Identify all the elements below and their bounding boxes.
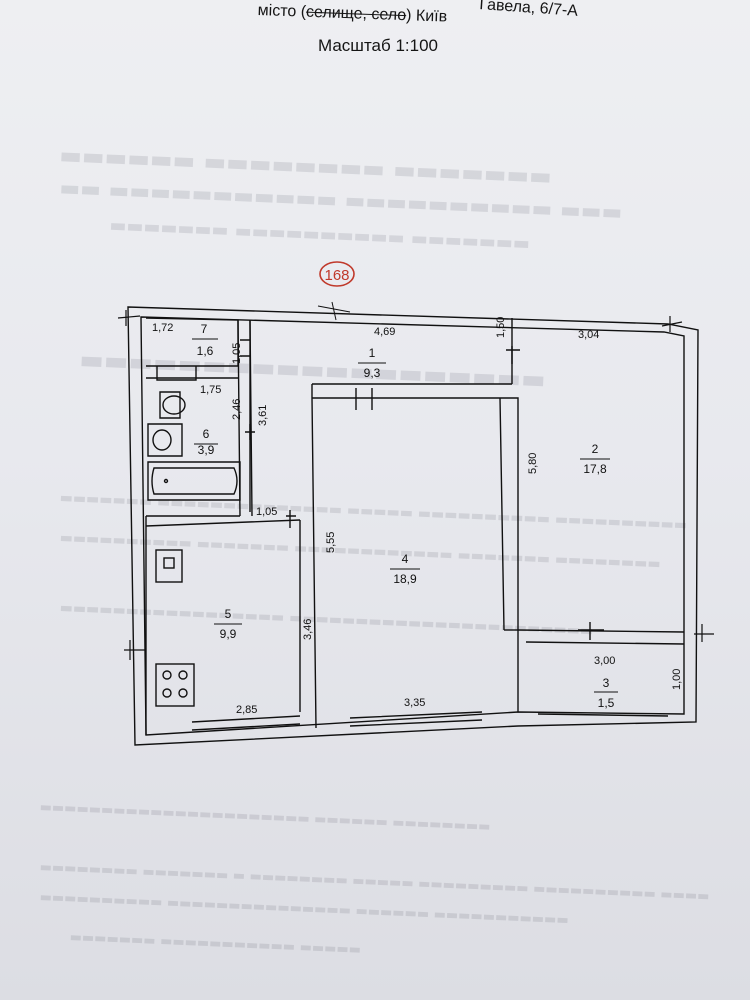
dimension-label: 4,69 (374, 326, 395, 338)
toilet-tank (159, 391, 181, 419)
door-mark (355, 388, 373, 410)
room-7-area: 1,6 (197, 344, 214, 358)
window-balcony (537, 713, 669, 717)
door-mark (578, 622, 604, 640)
door-swing (156, 366, 197, 381)
room-4-area: 18,9 (393, 572, 417, 586)
sink-icon (152, 429, 172, 451)
bathtub-inner (151, 467, 238, 495)
wall-tick (124, 640, 146, 660)
room-5-number: 5 (225, 607, 232, 621)
room-6-area: 3,9 (198, 443, 215, 457)
door-mark (245, 424, 255, 440)
dimension-label: 5,80 (527, 453, 539, 474)
bathtub-icon (147, 461, 241, 501)
room-1-area: 9,3 (364, 366, 381, 380)
dimension-label: 3,61 (257, 405, 269, 426)
drain-icon (163, 478, 169, 484)
wall-tick (694, 624, 714, 642)
room-4-number: 4 (402, 552, 409, 566)
room-3-top-wall (517, 629, 685, 645)
kitchen-sink-icon (155, 549, 183, 583)
stove-icon (155, 663, 195, 707)
dimension-label: 1,05 (231, 343, 243, 364)
wall-tick (661, 316, 683, 332)
corridor-wall (312, 383, 512, 399)
room-6-number: 6 (203, 427, 210, 441)
kitchen-sink-bowl (163, 557, 175, 569)
toilet-icon (162, 395, 186, 415)
outer-wall-inner-outline (140, 316, 685, 736)
outer-wall-outline (127, 306, 699, 746)
building-number: 168 (324, 267, 349, 284)
window-kitchen (191, 715, 301, 731)
dimension-label: 5,55 (325, 532, 337, 553)
dimension-label: 1,50 (495, 317, 507, 338)
dimension-label: 3,04 (578, 329, 599, 341)
scale-label: Масштаб 1:100 (318, 36, 438, 55)
room-3-area: 1,5 (598, 696, 615, 710)
building-number-stamp (319, 261, 355, 287)
axis-mark (317, 301, 351, 321)
dimension-label: 2,46 (231, 399, 243, 420)
room-2-number: 2 (592, 442, 599, 456)
dimension-label: 3,35 (404, 697, 425, 709)
sink-outline (147, 423, 183, 457)
dimension-label: 2,85 (236, 704, 257, 716)
door-mark (506, 346, 520, 364)
room-5-area: 9,9 (220, 627, 237, 641)
room-3-number: 3 (603, 676, 610, 690)
dimension-label: 1,72 (152, 322, 173, 334)
dimension-label: 1,75 (200, 384, 221, 396)
corridor-corner (311, 318, 513, 398)
room-1-number: 1 (369, 346, 376, 360)
dimension-label: 1,05 (256, 506, 277, 518)
dimension-label: 3,46 (302, 619, 314, 640)
burner-icon (178, 688, 188, 698)
burner-icon (162, 670, 172, 680)
wall-tick (117, 310, 141, 326)
door-mark (240, 339, 250, 357)
dimension-label: 1,00 (671, 669, 683, 690)
room-5-walls (145, 516, 301, 735)
burner-icon (162, 688, 172, 698)
room-7-number: 7 (201, 322, 208, 336)
room-2-left-wall (499, 397, 519, 631)
dimension-label: 3,00 (594, 655, 615, 667)
room-2-area: 17,8 (583, 462, 607, 476)
burner-icon (178, 670, 188, 680)
door-mark (286, 510, 296, 528)
room-4-left-wall (299, 397, 317, 729)
window-room-4 (349, 711, 483, 727)
